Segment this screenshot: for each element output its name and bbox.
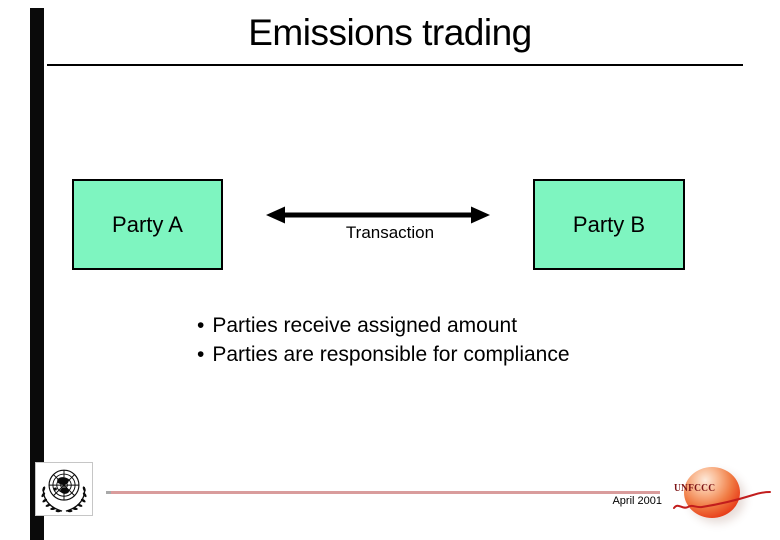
un-emblem-box	[35, 462, 93, 516]
bullet-item: • Parties are responsible for compliance	[197, 340, 570, 369]
page-title: Emissions trading	[248, 12, 532, 53]
party-b-box: Party B	[533, 179, 685, 270]
bullet-item: • Parties receive assigned amount	[197, 311, 570, 340]
party-a-box: Party A	[72, 179, 223, 270]
transaction-label: Transaction	[345, 223, 435, 242]
un-emblem-icon	[41, 469, 87, 513]
unfccc-label: UNFCCC	[674, 483, 716, 494]
bullet-dot: •	[197, 343, 205, 366]
unfccc-sphere-icon	[684, 467, 740, 518]
party-a-label: Party A	[112, 211, 183, 237]
footer-accent-line	[111, 491, 660, 494]
bullet-text: Parties are responsible for compliance	[212, 343, 570, 366]
unfccc-logo: UNFCCC	[669, 459, 779, 523]
bullet-dot: •	[197, 314, 205, 337]
footer-line-cap	[106, 491, 111, 494]
title-underline	[47, 64, 743, 66]
left-accent-bar	[30, 8, 44, 540]
unfccc-swoosh-icon	[673, 491, 771, 509]
double-arrow-icon	[266, 206, 490, 224]
bullet-list: • Parties receive assigned amount • Partie…	[197, 311, 570, 369]
party-b-label: Party B	[572, 211, 646, 237]
date-label: April 2001	[612, 495, 662, 507]
bullet-text: Parties receive assigned amount	[212, 314, 518, 337]
